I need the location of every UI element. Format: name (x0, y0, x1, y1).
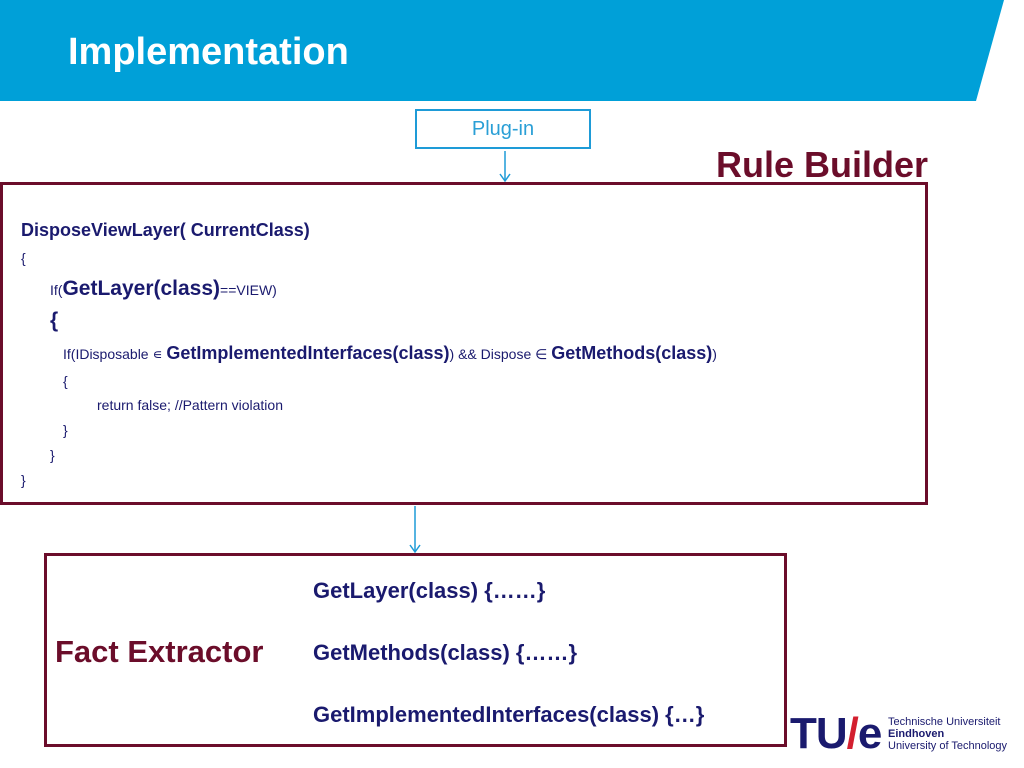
fact-extractor-box (44, 553, 787, 747)
logo-line-1: Technische Universiteit (888, 716, 1001, 728)
code-line-block-open: { (63, 373, 68, 389)
rule-builder-box (0, 182, 928, 505)
code-line-return: return false; //Pattern violation (97, 397, 283, 413)
code-line-block-close: } (63, 422, 68, 438)
code-line-signature: DisposeViewLayer( CurrentClass) (21, 220, 310, 240)
slide-title: Implementation (68, 31, 349, 73)
plugin-box: Plug-in (415, 109, 591, 149)
logo-line-2: Eindhoven (888, 728, 945, 740)
code-line-inner-close-brace: } (50, 447, 55, 463)
fact-function-get-implemented-interfaces: GetImplementedInterfaces(class) {…} (313, 702, 705, 727)
code-line-open-brace: { (21, 250, 26, 266)
code-line-if-disposable: If(IDisposable ∊ GetImplementedInterface… (63, 343, 717, 363)
code-line-if-layer: If(GetLayer(class)==VIEW) (50, 277, 277, 300)
code-line-close-brace: } (21, 472, 26, 488)
tue-logo-mark: TU/e (790, 709, 882, 758)
code-line-inner-open-brace: { (50, 309, 59, 332)
header-banner (0, 0, 1004, 101)
fact-function-get-layer: GetLayer(class) {……} (313, 578, 546, 603)
fact-function-get-methods: GetMethods(class) {……} (313, 640, 578, 665)
logo-line-3: University of Technology (888, 740, 1008, 752)
tue-logo-text: Technische Universiteit Eindhoven Univer… (888, 716, 1007, 752)
fact-extractor-title: Fact Extractor (55, 634, 264, 669)
rule-builder-title: Rule Builder (716, 144, 929, 185)
